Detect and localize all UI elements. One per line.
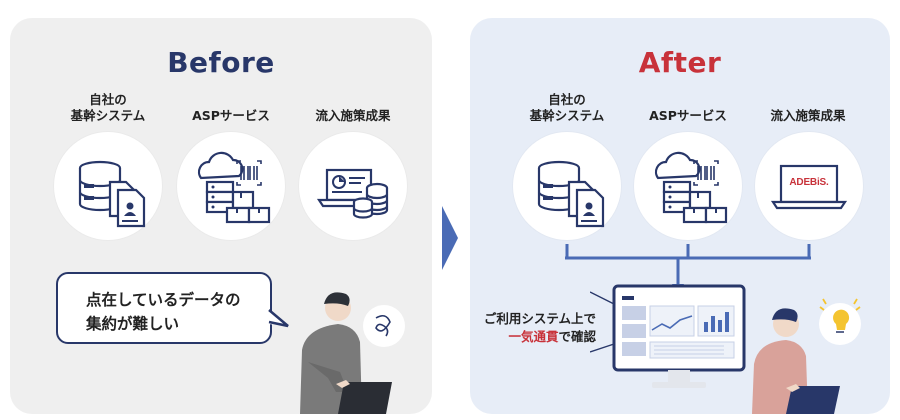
database-document-icon	[78, 160, 146, 228]
speech-line-1: 点在しているデータの	[86, 291, 241, 309]
before-panel: Before 自社の 基幹システム ASPサービス 流入施策成果	[10, 18, 432, 414]
confused-person-illustration	[300, 292, 405, 414]
label-line: 自社の	[89, 92, 127, 107]
integration-note: ご利用システム上で 一気通貫で確認	[472, 310, 596, 346]
label-line: 基幹システム	[529, 108, 605, 123]
before-circle-asp	[177, 132, 285, 240]
cloud-server-barcode-icon	[654, 151, 728, 224]
after-panel: After 自社の 基幹システム ASPサービス 流入施策成果	[470, 18, 890, 414]
after-label-core-system: 自社の 基幹システム	[507, 92, 627, 124]
satisfied-person-illustration	[752, 298, 861, 414]
after-label-asp: ASPサービス	[649, 108, 727, 123]
after-circle-core-system	[513, 132, 621, 240]
label-line: 基幹システム	[70, 108, 146, 123]
adebis-logo: ADEBiS.	[789, 177, 829, 188]
laptop-coins-icon	[316, 168, 389, 219]
label-line: 自社の	[548, 92, 586, 107]
arrow-right-icon	[442, 206, 458, 270]
speech-bubble: 点在しているデータの 集約が難しい	[56, 272, 272, 344]
laptop-adebis-icon	[770, 164, 848, 210]
lightbulb-thought-icon	[833, 309, 850, 330]
speech-bubble-tail	[268, 309, 289, 328]
scribble-thought-icon	[375, 314, 391, 337]
cloud-server-barcode-icon	[197, 151, 271, 224]
before-label-core-system: 自社の 基幹システム	[48, 92, 168, 124]
note-highlight: 一気通貫	[508, 329, 559, 344]
before-circle-inflow	[299, 132, 407, 240]
note-line-1: ご利用システム上で	[483, 311, 596, 326]
before-circle-core-system	[54, 132, 162, 240]
note-rest: で確認	[558, 329, 596, 344]
after-circle-inflow: ADEBiS.	[755, 132, 863, 240]
speech-line-2: 集約が難しい	[86, 315, 180, 333]
note-line-2: 一気通貫で確認	[472, 328, 596, 346]
note-accent-lines	[590, 291, 615, 353]
monitor-dashboard-icon	[612, 284, 746, 388]
before-label-asp: ASPサービス	[192, 108, 270, 123]
after-circle-asp	[634, 132, 742, 240]
before-label-inflow: 流入施策成果	[315, 108, 391, 123]
database-document-icon	[537, 160, 605, 228]
after-label-inflow: 流入施策成果	[770, 108, 846, 123]
before-title: Before	[167, 46, 275, 79]
after-title: After	[638, 46, 722, 79]
